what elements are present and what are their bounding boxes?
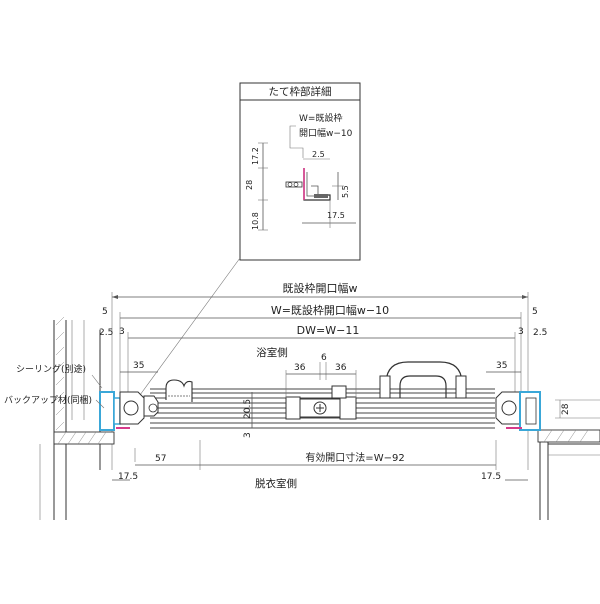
right-5: 5 (532, 307, 538, 317)
left-17-5: 17.5 (118, 472, 138, 482)
dim-20-5: 20.5 (243, 399, 253, 419)
dim-57: 57 (155, 454, 166, 464)
detail-box: たて枠部詳細 W=既設枠 開口幅w−10 2.5 17.2 28 10.8 (239, 82, 361, 261)
detail-title: たて枠部詳細 (269, 85, 332, 98)
left-callouts: シーリング(別途) バックアップ材(同梱) (4, 363, 105, 409)
dw-equation: DW=W−11 (297, 324, 360, 337)
right-17-5: 17.5 (481, 472, 501, 482)
dressing-side-label: 脱衣室側 (255, 477, 297, 490)
detail-dim-17-2: 17.2 (251, 147, 260, 165)
detail-dim-5-5: 5.5 (341, 185, 350, 198)
door-section (99, 361, 541, 431)
right-28: 28 (561, 403, 571, 415)
dim-36b: 36 (335, 363, 347, 373)
right-3: 3 (518, 327, 524, 337)
detail-w-label: W=既設枠 (299, 112, 342, 124)
detail-dim-17-5: 17.5 (327, 211, 345, 220)
right-wall: 28 (537, 399, 600, 520)
detail-frame (239, 82, 361, 261)
left-5: 5 (102, 307, 108, 317)
top-label: 既設枠開口幅w (283, 281, 358, 295)
backup-label: バックアップ材(同梱) (4, 394, 92, 406)
detail-frame-profile (285, 168, 331, 201)
detail-dim-10-8: 10.8 (251, 212, 260, 230)
dim-6: 6 (321, 353, 327, 363)
left-2-5: 2.5 (99, 328, 113, 338)
detail-dim-2-5: 2.5 (312, 150, 325, 159)
detail-w-label2: 開口幅w−10 (299, 127, 353, 139)
w-equation: W=既設枠開口幅w−10 (271, 303, 389, 317)
left-35: 35 (133, 361, 144, 371)
dim-36a: 36 (294, 363, 306, 373)
left-frame-blue (99, 391, 115, 431)
interior-dimensions: 浴室側 35 35 6 36 36 20.5 3 57 有効開口寸法=W−92 … (112, 346, 528, 490)
detail-dim-28: 28 (245, 180, 254, 190)
left-3: 3 (119, 327, 125, 337)
sealing-label: シーリング(別途) (16, 363, 86, 375)
left-wall (39, 316, 115, 520)
right-35: 35 (496, 361, 507, 371)
dim-3v: 3 (243, 432, 253, 438)
bath-side-label: 浴室側 (256, 346, 288, 359)
effective-opening: 有効開口寸法=W−92 (305, 451, 404, 464)
top-dimensions: 既設枠開口幅w W=既設枠開口幅w−10 DW=W−11 5 5 2.5 2.5… (99, 281, 547, 470)
right-2-5: 2.5 (533, 328, 547, 338)
detail-leader (139, 257, 241, 396)
